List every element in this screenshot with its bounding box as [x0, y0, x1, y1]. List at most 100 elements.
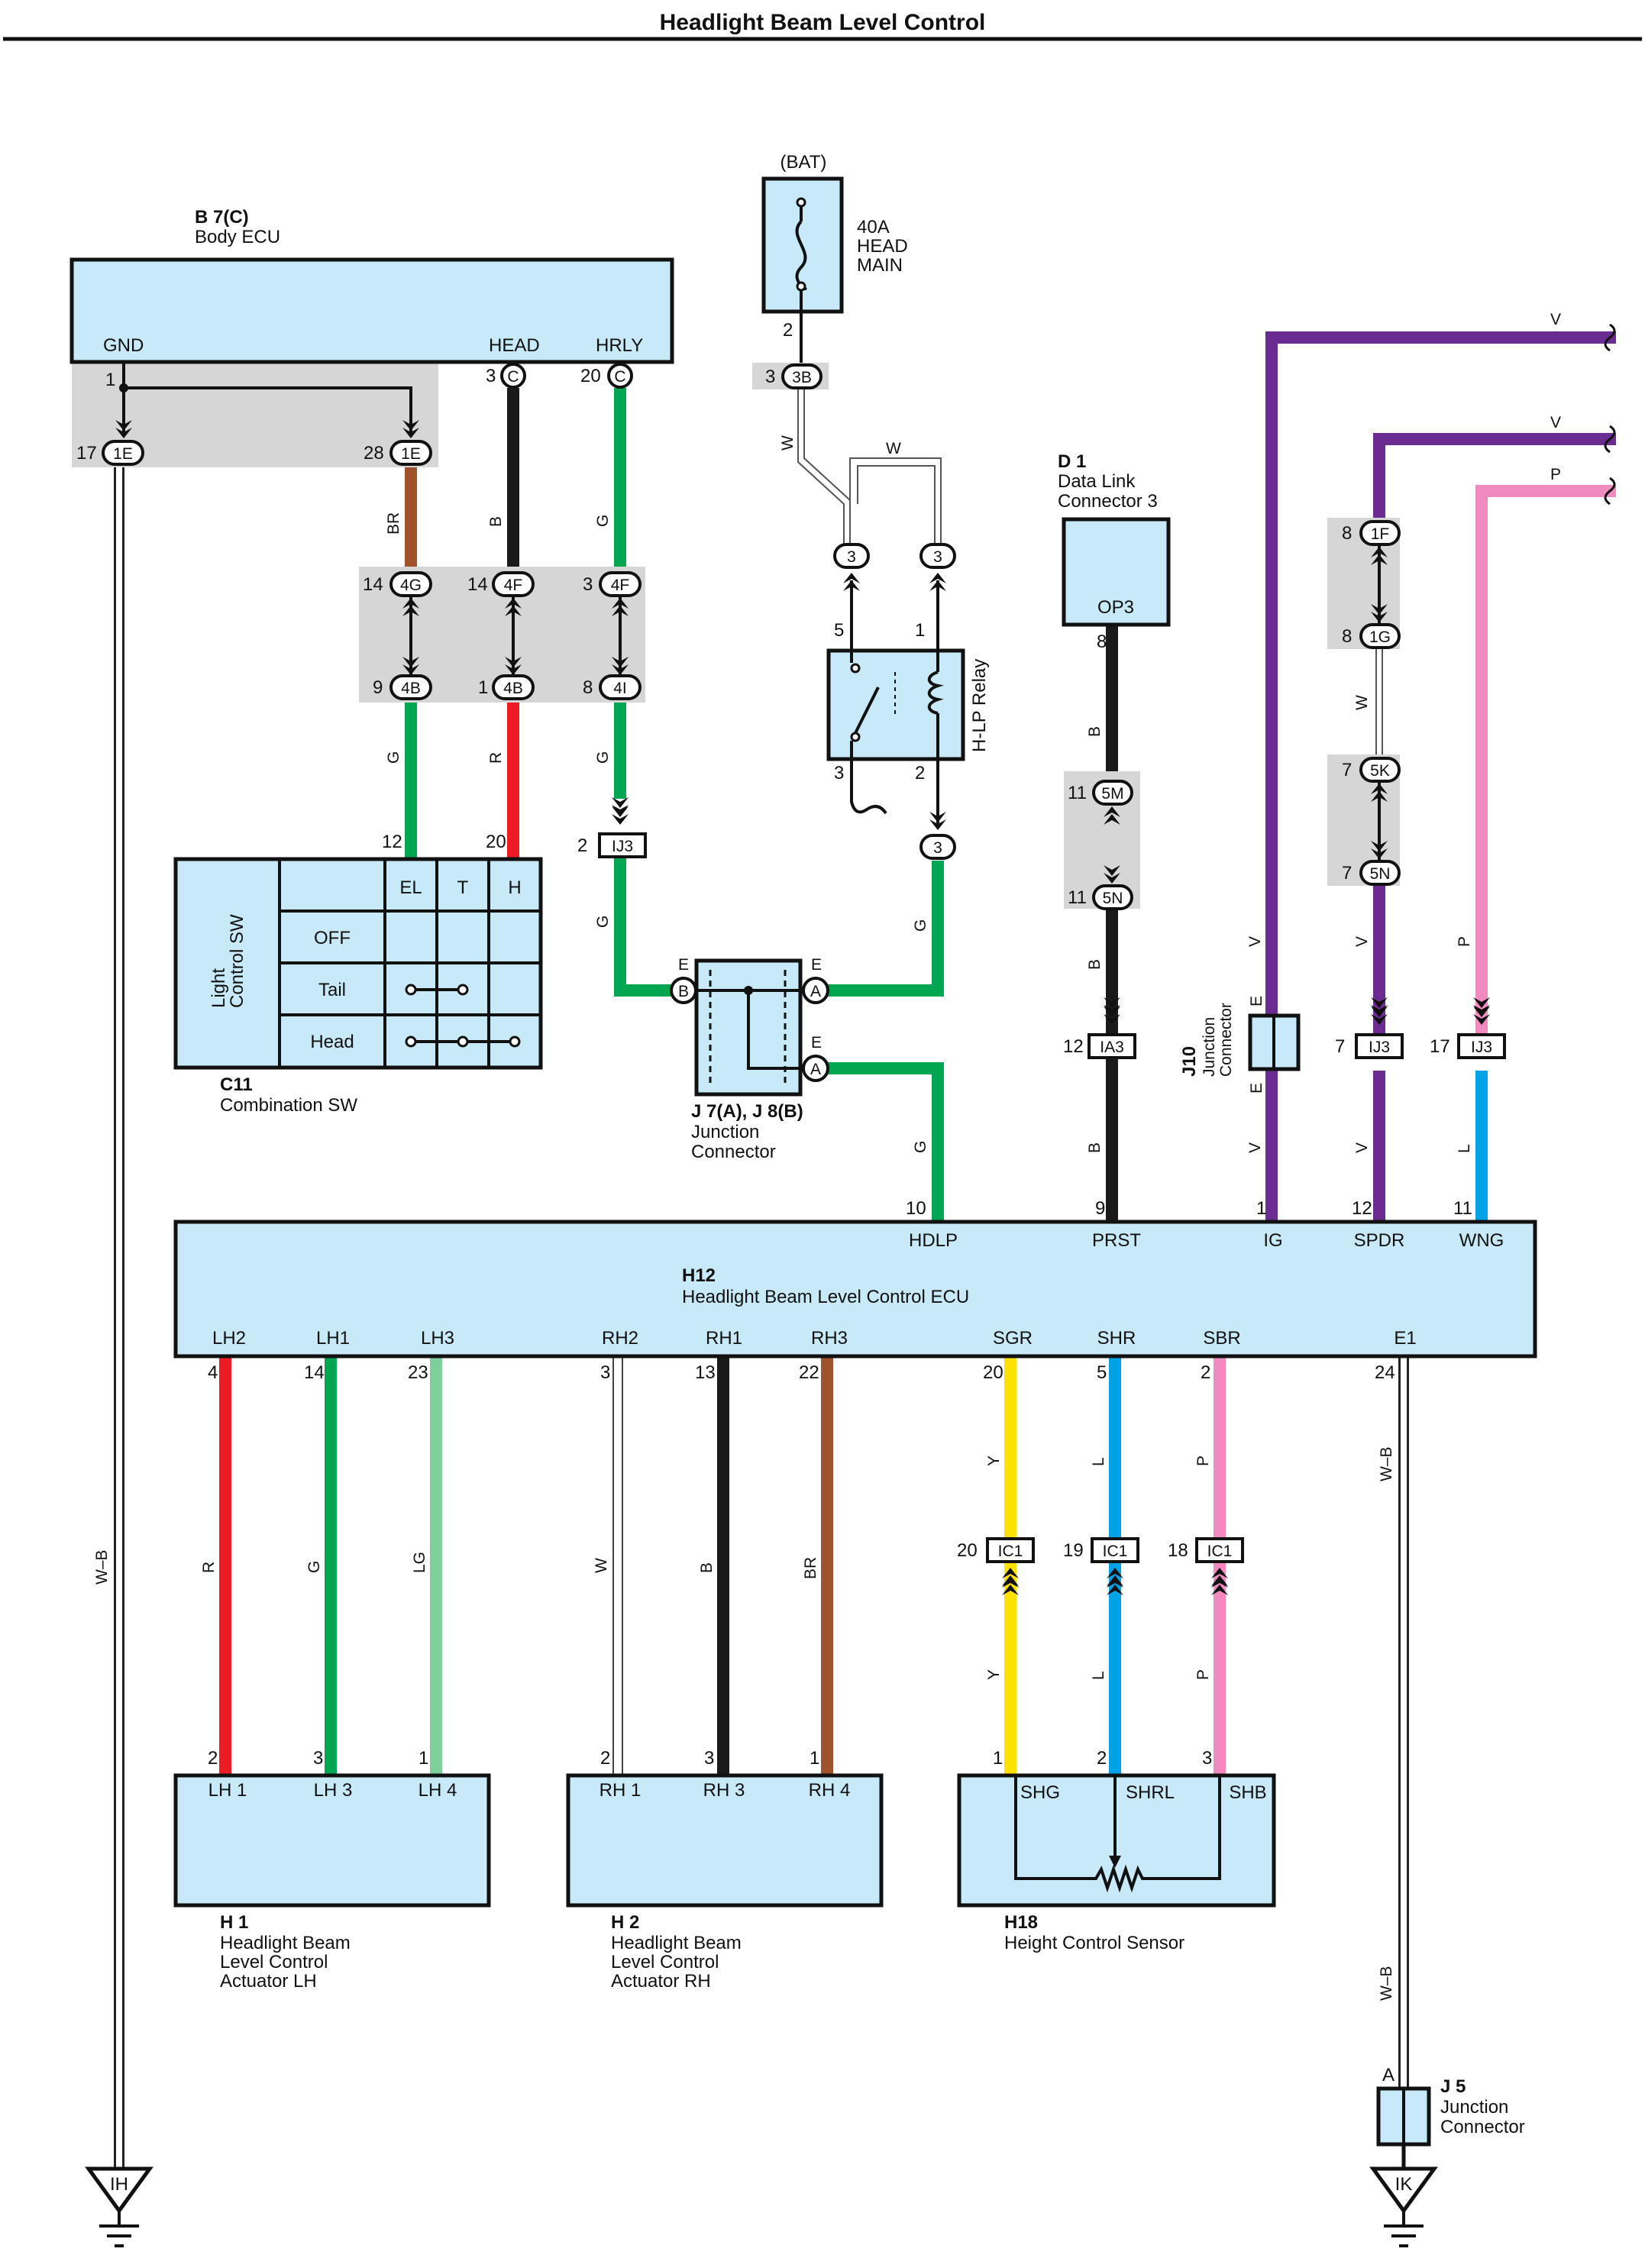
junction-j7-line2: Connector: [691, 1142, 776, 1162]
wire-label: R: [200, 1562, 218, 1573]
main-ecu-rh1: RH1: [706, 1328, 742, 1349]
connector-tag: E: [811, 956, 822, 974]
body-ecu-hrly: HRLY: [596, 335, 643, 356]
connector-4f-4i: 4F 3 4I 8: [583, 571, 642, 700]
pin: 1: [419, 1748, 428, 1769]
connector-c-hrly: C: [614, 368, 625, 386]
wire-label: G: [912, 919, 929, 932]
data-link-line2: Connector 3: [1058, 491, 1158, 512]
pin: 1: [1256, 1198, 1266, 1219]
actuator-rh-box: [566, 1773, 884, 1908]
pin: 2: [783, 320, 793, 341]
pin: 5: [834, 620, 844, 641]
svg-text:3: 3: [583, 574, 593, 595]
svg-text:4B: 4B: [401, 680, 421, 697]
connector-ia3: IA3: [1100, 1039, 1124, 1056]
svg-text:7: 7: [1342, 863, 1352, 884]
wire-label: L: [1090, 1671, 1107, 1680]
pin: 1: [810, 1748, 819, 1769]
wire-label: G: [912, 1141, 929, 1153]
svg-text:4G: 4G: [400, 577, 422, 594]
main-ecu-ig: IG: [1263, 1230, 1282, 1251]
svg-text:1: 1: [478, 677, 488, 698]
svg-text:1G: 1G: [1369, 628, 1391, 646]
pin: 1: [993, 1748, 1003, 1769]
connector-ic1-sbr: IC1 18: [1168, 1537, 1244, 1595]
wire-label: Y: [985, 1455, 1003, 1466]
junction-j7-j8: [694, 958, 803, 1097]
wire-label: R: [487, 752, 505, 764]
light-sw-col-h: H: [508, 877, 521, 898]
pin: 3: [600, 1362, 610, 1383]
connector-j7-b: B: [678, 983, 689, 1000]
main-ecu-prst: PRST: [1092, 1230, 1141, 1251]
fuse-name-2: MAIN: [857, 255, 903, 276]
pin: 7: [1335, 1036, 1345, 1057]
pin: 12: [382, 832, 402, 852]
connector-4g-4b: 4G 14 4B 9: [363, 571, 432, 700]
ground-ih-label: IH: [110, 2174, 128, 2195]
pin: 20: [486, 832, 506, 852]
light-sw-row-off: OFF: [314, 928, 351, 948]
actuator-lh-t4: LH 4: [419, 1780, 457, 1801]
pin: 12: [1352, 1198, 1372, 1219]
svg-text:18: 18: [1168, 1540, 1188, 1561]
actuator-rh-line2: Level Control: [611, 1952, 719, 1972]
diagram-title: Headlight Beam Level Control: [660, 10, 986, 35]
wire-label: P: [1194, 1669, 1212, 1680]
connector-ij3-spdr: IJ3: [1369, 1039, 1390, 1056]
pin: 3: [704, 1748, 714, 1769]
pin: 1: [105, 370, 115, 390]
svg-text:19: 19: [1063, 1540, 1084, 1561]
pin: 3: [1202, 1748, 1212, 1769]
junction-j7-code: J 7(A), J 8(B): [691, 1101, 803, 1122]
pin: 2: [1201, 1362, 1210, 1383]
fuse-bat-label: (BAT): [780, 152, 827, 173]
junction-j7-line1: Junction: [691, 1122, 759, 1142]
main-ecu-e1: E1: [1394, 1328, 1416, 1349]
junction-j5-line1: Junction: [1440, 2097, 1508, 2118]
junction-j5-code: J 5: [1440, 2076, 1466, 2097]
light-control-switch: Light Control SW EL T H OFF Tail Head: [173, 857, 543, 1070]
connector-j7-a2: A: [810, 1061, 821, 1078]
connector-1e-b: 1E: [401, 445, 421, 463]
actuator-rh-t1: RH 1: [600, 1780, 642, 1801]
pin: 24: [1375, 1362, 1395, 1383]
connector-tag: E: [1248, 1083, 1265, 1094]
connector-c-head: C: [507, 368, 519, 386]
junction-j5-line2: Connector: [1440, 2117, 1525, 2137]
wire-label: W: [886, 440, 901, 457]
connector-relay-3a: 3: [847, 548, 856, 566]
wire-label: W: [779, 435, 797, 451]
svg-text:Light: Light: [208, 968, 229, 1008]
connector-relay-3b: 3: [933, 548, 942, 566]
pin: 11: [1453, 1198, 1472, 1219]
body-ecu-gnd: GND: [103, 335, 144, 356]
body-ecu-code: B 7(C): [195, 207, 249, 228]
fuse-rating: 40A: [857, 217, 890, 237]
junction-j10-line1: Junction: [1201, 1017, 1218, 1077]
svg-text:4B: 4B: [503, 680, 523, 697]
main-ecu-name: Headlight Beam Level Control ECU: [682, 1287, 969, 1307]
body-ecu-head: HEAD: [489, 335, 540, 356]
relay-hlp: [826, 648, 965, 761]
light-sw-row-head: Head: [310, 1032, 354, 1052]
main-ecu-lh1: LH1: [316, 1328, 350, 1349]
svg-text:8: 8: [1342, 626, 1352, 647]
main-ecu-rh2: RH2: [602, 1328, 638, 1349]
wire-label: W–B: [1378, 1446, 1395, 1481]
svg-text:5N: 5N: [1103, 890, 1123, 907]
connector-5m-5n: 5M 11 5N 11: [1068, 780, 1133, 910]
pin: 20: [983, 1362, 1003, 1383]
svg-text:5M: 5M: [1101, 785, 1123, 803]
svg-text:5N: 5N: [1370, 865, 1391, 883]
light-sw-col-el: EL: [399, 877, 422, 898]
svg-text:4F: 4F: [504, 577, 523, 594]
pin: 4: [208, 1362, 218, 1383]
wire-label: P: [1550, 466, 1561, 483]
fuse-40a: [761, 176, 844, 314]
light-sw-row-tail: Tail: [318, 980, 346, 1000]
svg-text:14: 14: [467, 574, 488, 595]
pin: 2: [600, 1748, 610, 1769]
main-ecu-lh3: LH3: [421, 1328, 454, 1349]
